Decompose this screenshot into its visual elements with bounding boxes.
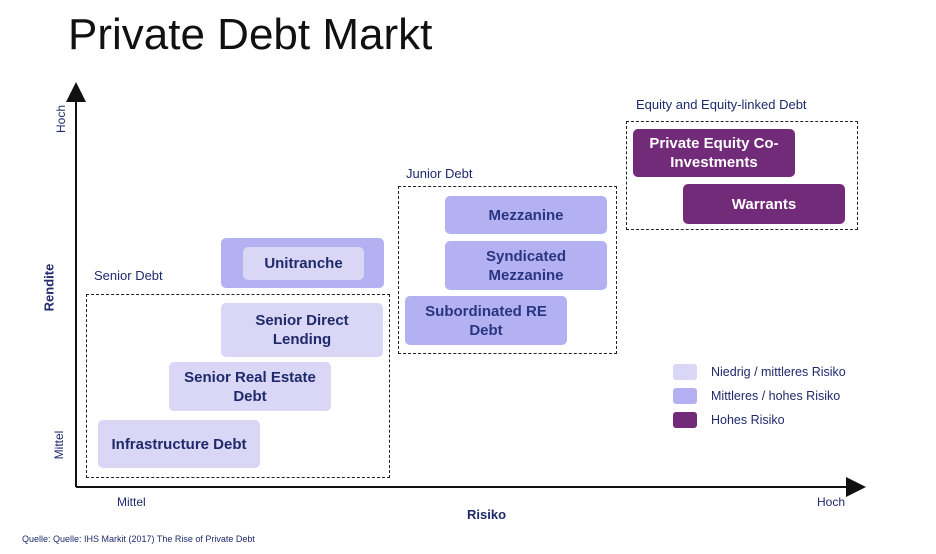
legend-swatch-low — [673, 364, 697, 380]
legend-item-high: Hohes Risiko — [673, 412, 785, 428]
infrastructure-debt-label: Infrastructure Debt — [111, 435, 247, 453]
equity-debt-group — [626, 121, 858, 230]
junior-debt-group — [398, 186, 617, 354]
x-axis-low-label: Mittel — [117, 495, 146, 509]
subordinated-re-debt-box: Subordinated RE Debt — [405, 296, 567, 345]
x-axis-title: Risiko — [467, 507, 507, 522]
legend-label-low: Niedrig / mittleres Risiko — [711, 365, 846, 379]
senior-real-estate-box: Senior Real Estate Debt — [169, 362, 331, 411]
legend-swatch-mid — [673, 388, 697, 404]
legend-label-mid: Mittleres / hohes Risiko — [711, 389, 841, 403]
private-equity-co-investments-label: Private Equity Co-Investments — [649, 135, 779, 171]
page-title: Private Debt Markt — [68, 10, 433, 59]
syndicated-mezzanine-box: Syndicated Mezzanine — [445, 241, 607, 290]
senior-real-estate-label: Senior Real Estate Debt — [184, 368, 316, 405]
warrants-box: Warrants — [683, 184, 845, 224]
senior-debt-label: Senior Debt — [94, 268, 163, 283]
junior-debt-label: Junior Debt — [406, 166, 473, 181]
equity-debt-label: Equity and Equity-linked Debt — [636, 97, 807, 112]
source-note: Quelle: Quelle: IHS Markit (2017) The Ri… — [22, 534, 255, 544]
unitranche-box: Unitranche — [243, 247, 364, 280]
unitranche-label: Unitranche — [264, 255, 343, 272]
x-axis-high-label: Hoch — [817, 495, 846, 509]
senior-direct-lending-label: Senior Direct Lending — [255, 312, 349, 348]
senior-debt-group — [86, 294, 390, 478]
mezzanine-box: Mezzanine — [445, 196, 607, 234]
warrants-label: Warrants — [731, 195, 797, 213]
legend-label-high: Hohes Risiko — [711, 413, 785, 427]
infrastructure-debt-box: Infrastructure Debt — [98, 420, 260, 468]
legend-swatch-high — [673, 412, 697, 428]
y-axis-title: Rendite — [41, 263, 57, 312]
private-equity-co-investments-box: Private Equity Co-Investments — [633, 129, 795, 177]
senior-direct-lending-box: Senior Direct Lending — [221, 303, 383, 357]
mezzanine-label: Mezzanine — [488, 206, 564, 224]
y-axis-high-label: Hoch — [54, 105, 68, 134]
y-axis-low-label: Mittel — [52, 430, 66, 460]
syndicated-mezzanine-label: Syndicated Mezzanine — [485, 247, 567, 284]
subordinated-re-debt-label: Subordinated RE Debt — [425, 302, 547, 339]
legend-item-mid: Mittleres / hohes Risiko — [673, 388, 840, 404]
legend-item-low: Niedrig / mittleres Risiko — [673, 364, 846, 380]
